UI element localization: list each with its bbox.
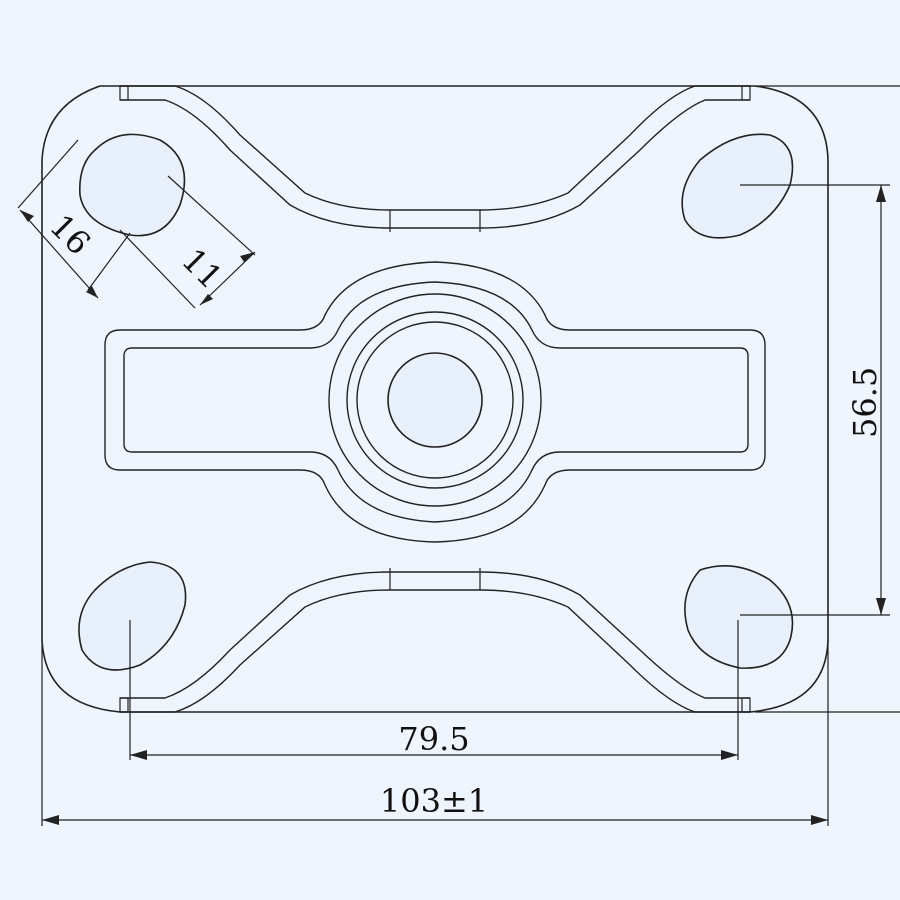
mounting-slot-top-left: [78, 133, 186, 237]
center-bar-inner: [123, 281, 749, 523]
rib-bottom-contour: [120, 571, 750, 699]
hole-spacing-dimension: [129, 620, 739, 760]
hub-ring-inner: [356, 321, 514, 479]
mounting-slot-top-right: [681, 133, 794, 239]
tab-bottom-right: [741, 697, 751, 713]
center-bore: [387, 352, 483, 448]
vertical-dimension-label: 56.5: [846, 367, 884, 438]
hole-spacing-label: 79.5: [398, 720, 469, 758]
hub-ring-outer: [328, 293, 542, 507]
rib-top-outer: [120, 85, 750, 211]
mounting-slot-bottom-right: [684, 564, 794, 669]
mounting-slot-bottom-left: [78, 561, 187, 671]
overall-width-dimension: [41, 640, 829, 826]
tab-top-left: [119, 85, 129, 101]
overall-width-label: 103±1: [380, 782, 488, 820]
slot-dimension: [17, 139, 256, 309]
rib-bottom-outer: [120, 589, 750, 713]
rib-top-contour: [120, 99, 750, 229]
center-bar-outer: [104, 261, 766, 543]
tab-top-right: [741, 85, 751, 101]
hub-ring-middle: [346, 311, 524, 489]
tab-bottom-left: [119, 697, 129, 713]
